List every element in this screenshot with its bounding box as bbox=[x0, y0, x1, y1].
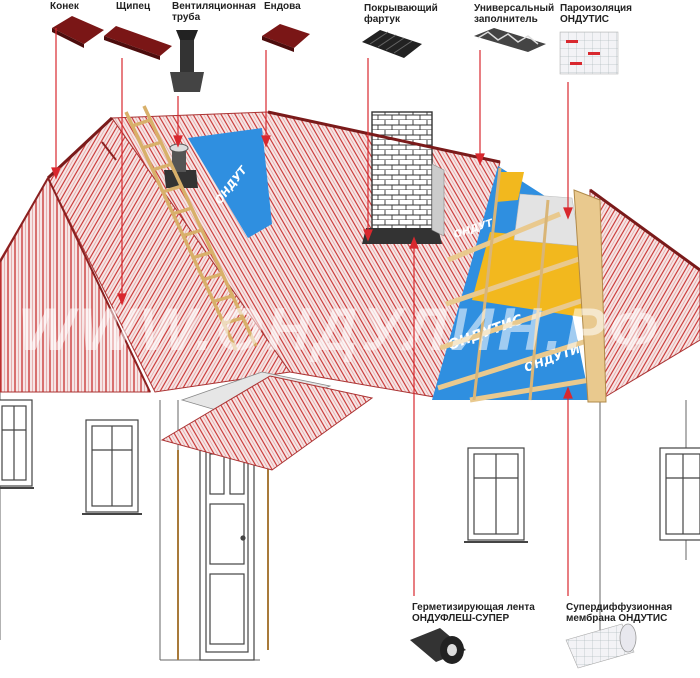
shchipets-thumbnail bbox=[104, 26, 172, 60]
label-shchipets-text: Щипец bbox=[116, 1, 151, 12]
label-fartuk: Покрывающий фартук bbox=[364, 3, 438, 25]
membrana-thumbnail bbox=[565, 623, 637, 669]
membrane-area-upper bbox=[188, 128, 272, 238]
label-paroizolyatsiya-line2: ОНДУТИС bbox=[560, 14, 609, 25]
label-fartuk-line1: Покрывающий bbox=[364, 3, 438, 14]
label-endova-text: Ендова bbox=[264, 1, 301, 12]
window-left-2 bbox=[82, 419, 142, 515]
label-lenta: Герметизирующая лента ОНДУФЛЕШ-СУПЕР bbox=[412, 602, 535, 624]
window-left bbox=[0, 399, 34, 489]
rafters-right bbox=[472, 167, 550, 401]
label-lenta-line1: Герметизирующая лента bbox=[412, 602, 535, 613]
chimney bbox=[371, 111, 433, 231]
label-vent-pipe: Вентиляционная труба bbox=[172, 1, 256, 23]
endova-thumbnail bbox=[262, 24, 310, 52]
label-membrana: Супердиффузионная мембрана ОНДУТИС bbox=[566, 602, 672, 624]
insulation-yellow-top bbox=[496, 172, 524, 202]
label-endova: Ендова bbox=[264, 1, 301, 12]
label-zapolnitel-line1: Универсальный bbox=[474, 3, 555, 14]
window-center bbox=[464, 447, 528, 543]
label-vent-pipe-line2: труба bbox=[172, 12, 201, 23]
porch-canopy bbox=[160, 375, 374, 471]
watermark: WWW.ОНДУЛИН.РФ bbox=[18, 296, 661, 363]
label-konek: Конек bbox=[50, 1, 79, 12]
vent-pipe-roof bbox=[164, 143, 198, 188]
label-konek-text: Конек bbox=[50, 1, 79, 12]
gable-right-frame bbox=[573, 189, 607, 403]
roof-ladder bbox=[124, 105, 258, 351]
gable-trims bbox=[0, 141, 151, 393]
window-right bbox=[659, 447, 700, 541]
pointer-lines bbox=[51, 28, 573, 596]
label-shchipets: Щипец bbox=[116, 1, 150, 12]
label-lenta-line2: ОНДУФЛЕШ-СУПЕР bbox=[412, 613, 510, 624]
zapolnitel-thumbnail bbox=[474, 28, 546, 52]
label-vent-pipe-line1: Вентиляционная bbox=[172, 1, 256, 12]
vent-pipe-thumbnail bbox=[170, 30, 204, 92]
battens-right bbox=[437, 211, 591, 403]
paroizolyatsiya-thumbnail bbox=[559, 31, 619, 75]
label-zapolnitel-line2: заполнитель bbox=[474, 14, 538, 25]
chimney-apron bbox=[362, 228, 442, 244]
konek-thumbnail bbox=[52, 16, 104, 48]
label-zapolnitel: Универсальный заполнитель bbox=[474, 3, 554, 25]
fartuk-thumbnail bbox=[362, 30, 422, 58]
chimney-apron-side bbox=[431, 163, 445, 237]
label-membrana-line2: мембрана ОНДУТИС bbox=[566, 613, 668, 624]
label-membrana-line1: Супердиффузионная bbox=[566, 602, 673, 613]
lenta-thumbnail bbox=[410, 628, 466, 664]
label-fartuk-line2: фартук bbox=[364, 14, 401, 25]
porch-posts bbox=[177, 450, 269, 660]
label-paroizolyatsiya: Пароизоляция ОНДУТИС bbox=[560, 3, 632, 25]
label-paroizolyatsiya-line1: Пароизоляция bbox=[560, 3, 633, 14]
entrance-door bbox=[199, 437, 255, 661]
